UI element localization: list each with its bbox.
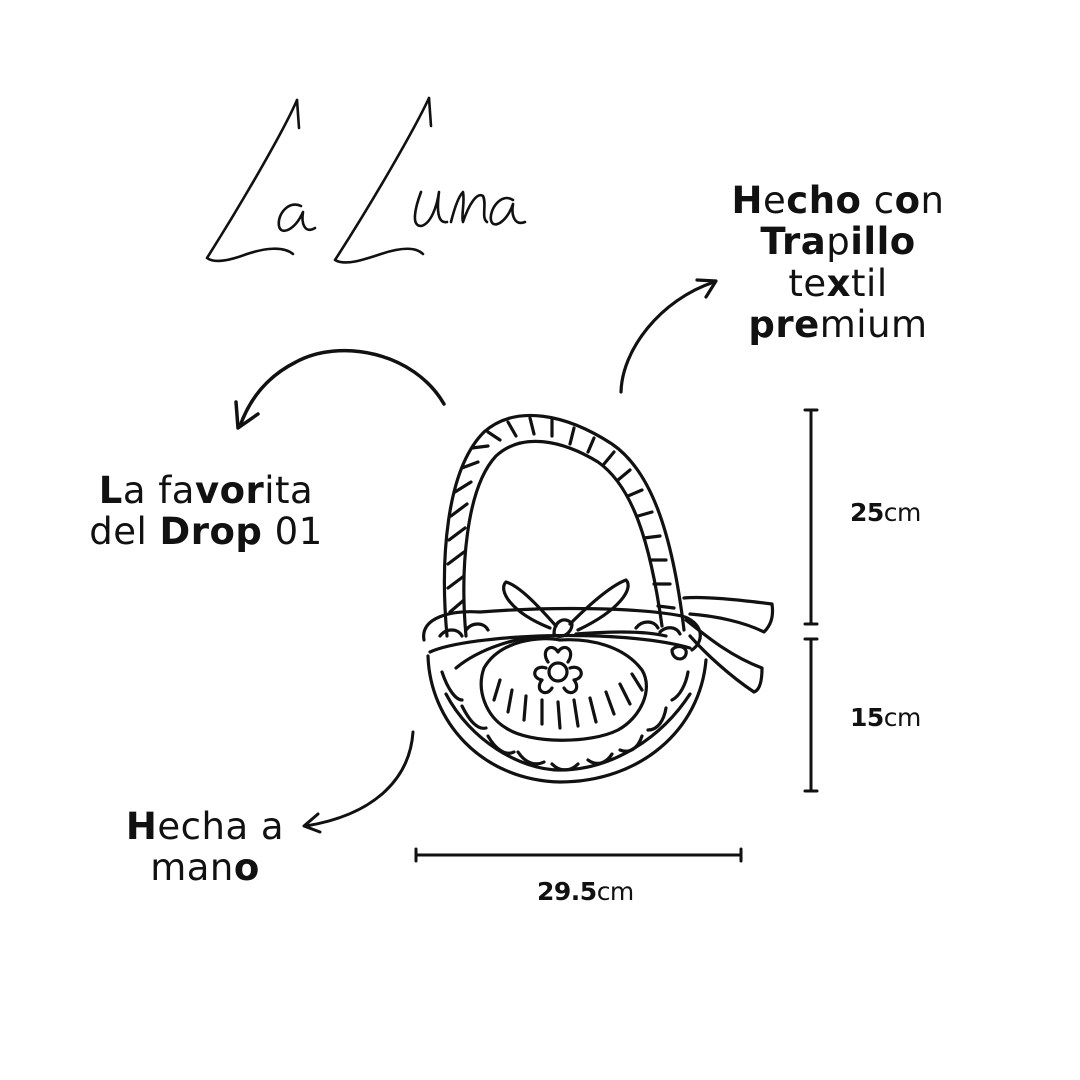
feature-material-segment: x	[826, 261, 852, 305]
dimension-height-top-unit: cm	[883, 498, 922, 527]
feature-material: Hecho con Trapillo textil premium	[728, 180, 948, 346]
dimension-line-icon	[803, 408, 819, 626]
feature-favorite-line-1: La favorita	[86, 470, 326, 511]
curved-arrow-icon	[619, 278, 718, 394]
dimension-height-bottom-unit: cm	[883, 703, 922, 732]
feature-material-segment: cho	[786, 179, 862, 222]
curved-arrow-icon	[234, 348, 446, 430]
dimension-height-bottom-value: 15	[850, 703, 884, 732]
feature-favorite-segment: vor	[194, 469, 265, 512]
feature-favorite: La favorita del Drop 01	[86, 470, 326, 553]
feature-favorite-segment: 01	[262, 510, 323, 554]
feature-material-line-3: textil	[728, 263, 948, 304]
feature-material-segment: c	[861, 179, 895, 222]
dimension-width: 29.5cm	[537, 877, 634, 906]
feature-handmade-segment: H	[125, 805, 158, 848]
feature-material-segment: p	[826, 220, 851, 264]
dimension-height-top-value: 25	[850, 498, 884, 527]
feature-material-segment: mium	[819, 303, 928, 347]
feature-favorite-line-2: del Drop 01	[86, 511, 326, 552]
feature-handmade: Hecha a mano	[110, 806, 300, 889]
brand-title-script	[205, 96, 527, 264]
feature-favorite-segment: del	[89, 510, 160, 554]
feature-handmade-line-1: Hecha a	[110, 806, 300, 847]
dimension-height-bottom: 15cm	[850, 703, 921, 732]
dimension-width-value: 29.5	[537, 877, 597, 906]
basket-illustration	[422, 413, 775, 784]
feature-material-line-4: premium	[728, 304, 948, 345]
feature-material-segment: e	[763, 179, 787, 222]
dimension-width-unit: cm	[596, 877, 635, 906]
feature-handmade-segment: man	[150, 846, 234, 890]
feature-material-segment: H	[731, 179, 763, 222]
feature-material-segment: pre	[748, 303, 820, 347]
feature-material-segment: n	[920, 179, 945, 222]
feature-handmade-line-2: mano	[110, 847, 300, 888]
dimension-line-icon	[803, 637, 819, 793]
feature-material-line-1: Hecho con	[728, 180, 948, 221]
feature-favorite-segment: a fa	[122, 469, 195, 512]
curved-arrow-icon	[302, 730, 415, 834]
feature-handmade-segment: cha a	[180, 805, 285, 848]
feature-favorite-segment: Drop	[159, 510, 263, 554]
feature-material-segment: te	[788, 261, 827, 305]
feature-material-segment: til	[851, 261, 888, 305]
feature-material-segment: o	[894, 179, 921, 222]
feature-handmade-segment: o	[233, 846, 260, 890]
feature-material-segment: illo	[850, 220, 916, 264]
feature-material-line-2: Trapillo	[728, 221, 948, 262]
dimension-line-icon	[414, 847, 743, 863]
dimension-height-top: 25cm	[850, 498, 921, 527]
brand-title: La Luna	[185, 88, 545, 278]
feature-material-segment: Tra	[760, 220, 827, 264]
feature-favorite-segment: L	[98, 469, 123, 512]
feature-handmade-segment: e	[157, 805, 181, 848]
feature-favorite-segment: ita	[264, 469, 314, 512]
